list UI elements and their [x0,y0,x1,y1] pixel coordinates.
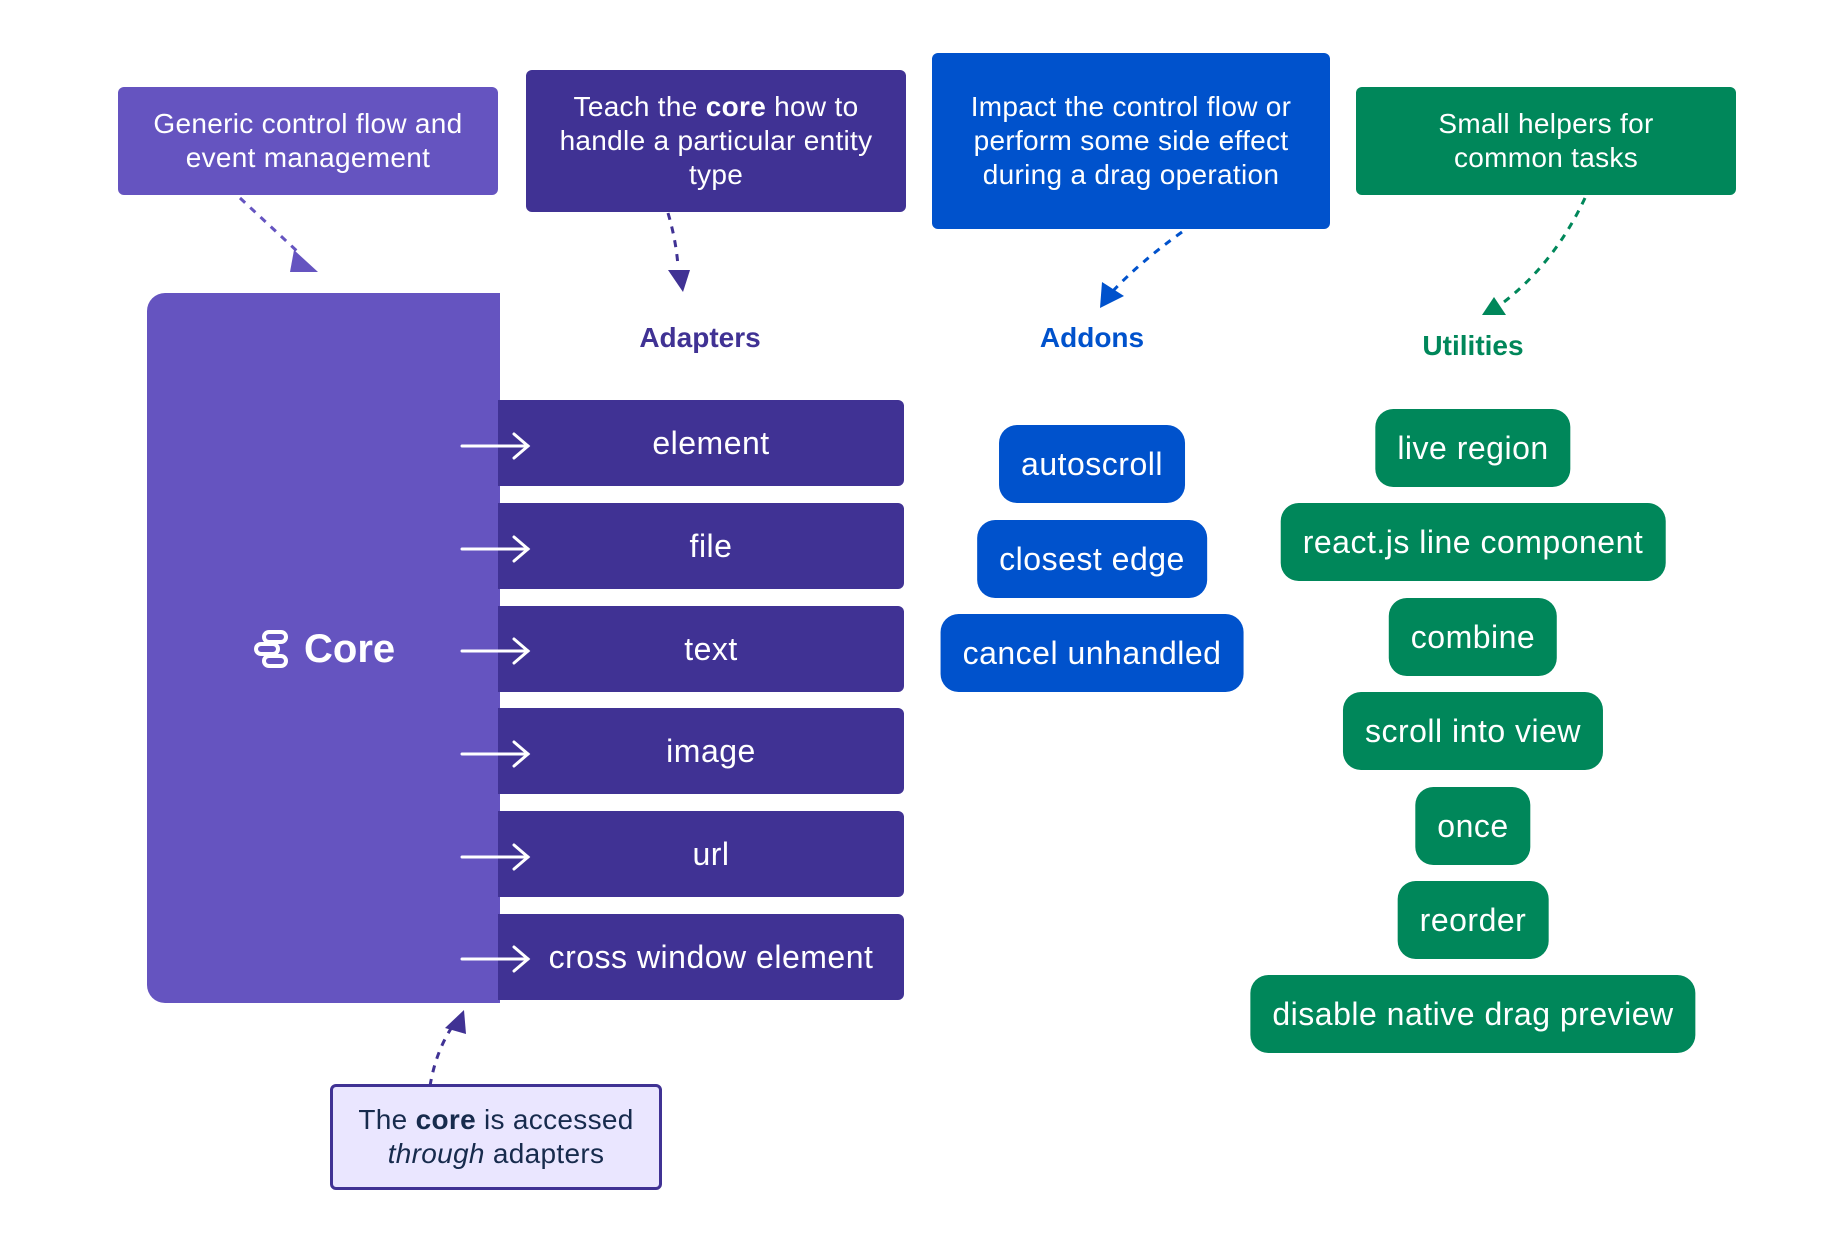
arrow-right-icon [460,843,531,871]
core-description-note: Generic control flow and event managemen… [118,87,498,195]
adapter-url: url [498,811,904,897]
arrow-right-icon [460,945,531,973]
utility-once: once [1415,787,1531,865]
core-note-arrowhead [290,250,318,272]
utility-live-region: live region [1375,409,1571,487]
core-block [147,293,500,1003]
addons-note-arrowhead [1100,282,1124,308]
core-note-arrow [238,196,300,254]
addons-heading: Addons [1039,322,1145,353]
utility-scroll-into-view: scroll into view [1342,692,1604,770]
core-label: Core [252,624,395,674]
utilities-heading: Utilities [1422,330,1524,361]
utility-react-line-component: react.js line component [1280,503,1666,581]
arrow-right-icon [460,637,531,665]
access-note-arrow [428,1023,456,1087]
addon-closest-edge: closest edge [977,520,1207,598]
addons-note-arrow [1110,230,1183,294]
adapter-text: text [498,606,904,692]
addons-description-note: Impact the control flow or perform some … [932,53,1330,229]
adapters-description-note: Teach the core how to handle a particula… [526,70,906,212]
utilities-note-arrow [1503,197,1587,304]
adapter-image: image [498,708,904,794]
arrow-right-icon [460,432,531,460]
adapter-element: element [498,400,904,486]
adapter-cross-window-element: cross window element [498,914,904,1000]
adapter-file: file [498,503,904,589]
adapters-note-arrow [666,212,680,267]
utility-disable-native-drag-preview: disable native drag preview [1250,975,1696,1053]
utility-reorder: reorder [1397,881,1549,959]
access-note-arrowhead [445,1010,466,1034]
utility-combine: combine [1388,598,1558,676]
adapters-heading: Adapters [639,322,761,353]
arrow-right-icon [460,535,531,563]
drag-and-drop-logo-icon [254,630,288,668]
utilities-note-arrowhead [1482,297,1506,315]
arrow-right-icon [460,740,531,768]
addon-autoscroll: autoscroll [999,425,1185,503]
utilities-description-note: Small helpers for common tasks [1356,87,1736,195]
addon-cancel-unhandled: cancel unhandled [940,614,1244,692]
adapters-note-arrowhead [668,270,690,292]
